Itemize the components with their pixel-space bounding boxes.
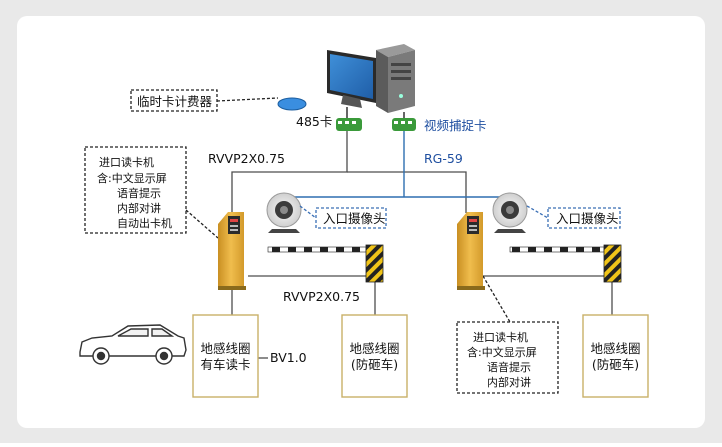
- loop-box-barrier-right: [582, 314, 649, 398]
- loop-box-reader-left: [192, 314, 259, 398]
- rvvp-wiring: [231, 131, 613, 359]
- rg59-label: RG-59: [424, 151, 463, 166]
- entrance-reader-left-line: 内部对讲: [117, 201, 161, 215]
- camera-label-box-left: [315, 207, 387, 229]
- card-485-icon: [336, 118, 362, 131]
- camera-label-left: 入口摄像头: [323, 211, 386, 226]
- loop-box-barrier-left-line2: (防砸车): [351, 357, 398, 372]
- rvvp-top-label: RVVP2X0.75: [208, 151, 285, 166]
- rvvp-mid-label: RVVP2X0.75: [283, 289, 360, 304]
- barrier-gate-right: [509, 244, 622, 283]
- entrance-reader-left-note: [84, 146, 187, 234]
- camera-label-box-right: [547, 207, 621, 229]
- counter-device-icon: [277, 97, 307, 111]
- barrier-gate-left: [267, 244, 384, 283]
- video-capture-card-icon: [392, 118, 416, 131]
- entrance-reader-left-line: 语音提示: [117, 186, 161, 200]
- camera-icon-left: [266, 192, 302, 233]
- bv-label: BV1.0: [270, 350, 307, 365]
- card-reader-kiosk-right: [457, 212, 485, 290]
- loop-box-barrier-right-line2: (防砸车): [592, 357, 639, 372]
- entrance-reader-left-line: 自动出卡机: [117, 216, 172, 230]
- loop-box-barrier-left: [341, 314, 408, 398]
- entrance-reader-right-line: 内部对讲: [487, 375, 531, 389]
- loop-box-barrier-right-line1: 地感线圈: [590, 341, 640, 356]
- entrance-reader-left-title: 进口读卡机: [99, 155, 154, 169]
- computer-icon: [327, 44, 415, 113]
- loop-box-reader-left-line1: 地感线圈: [200, 341, 250, 356]
- camera-label-right: 入口摄像头: [556, 211, 619, 226]
- entrance-reader-right-note: [456, 321, 559, 394]
- entrance-reader-right-title: 进口读卡机: [473, 330, 528, 344]
- loop-box-barrier-left-line1: 地感线圈: [349, 341, 399, 356]
- entrance-reader-left-line: 含:中文显示屏: [97, 171, 167, 185]
- loop-box-reader-left-line2: 有车读卡: [200, 357, 250, 372]
- car-icon: [79, 324, 187, 365]
- video-capture-card-label: 视频捕捉卡: [424, 118, 487, 133]
- card-485-label: 485卡: [296, 114, 332, 129]
- temp-card-counter-label: 临时卡计费器: [137, 94, 213, 109]
- entrance-reader-right-line: 含:中文显示屏: [467, 345, 537, 359]
- camera-icon-right: [492, 192, 528, 233]
- card-reader-kiosk-left: [218, 212, 246, 290]
- entrance-reader-right-line: 语音提示: [487, 360, 531, 374]
